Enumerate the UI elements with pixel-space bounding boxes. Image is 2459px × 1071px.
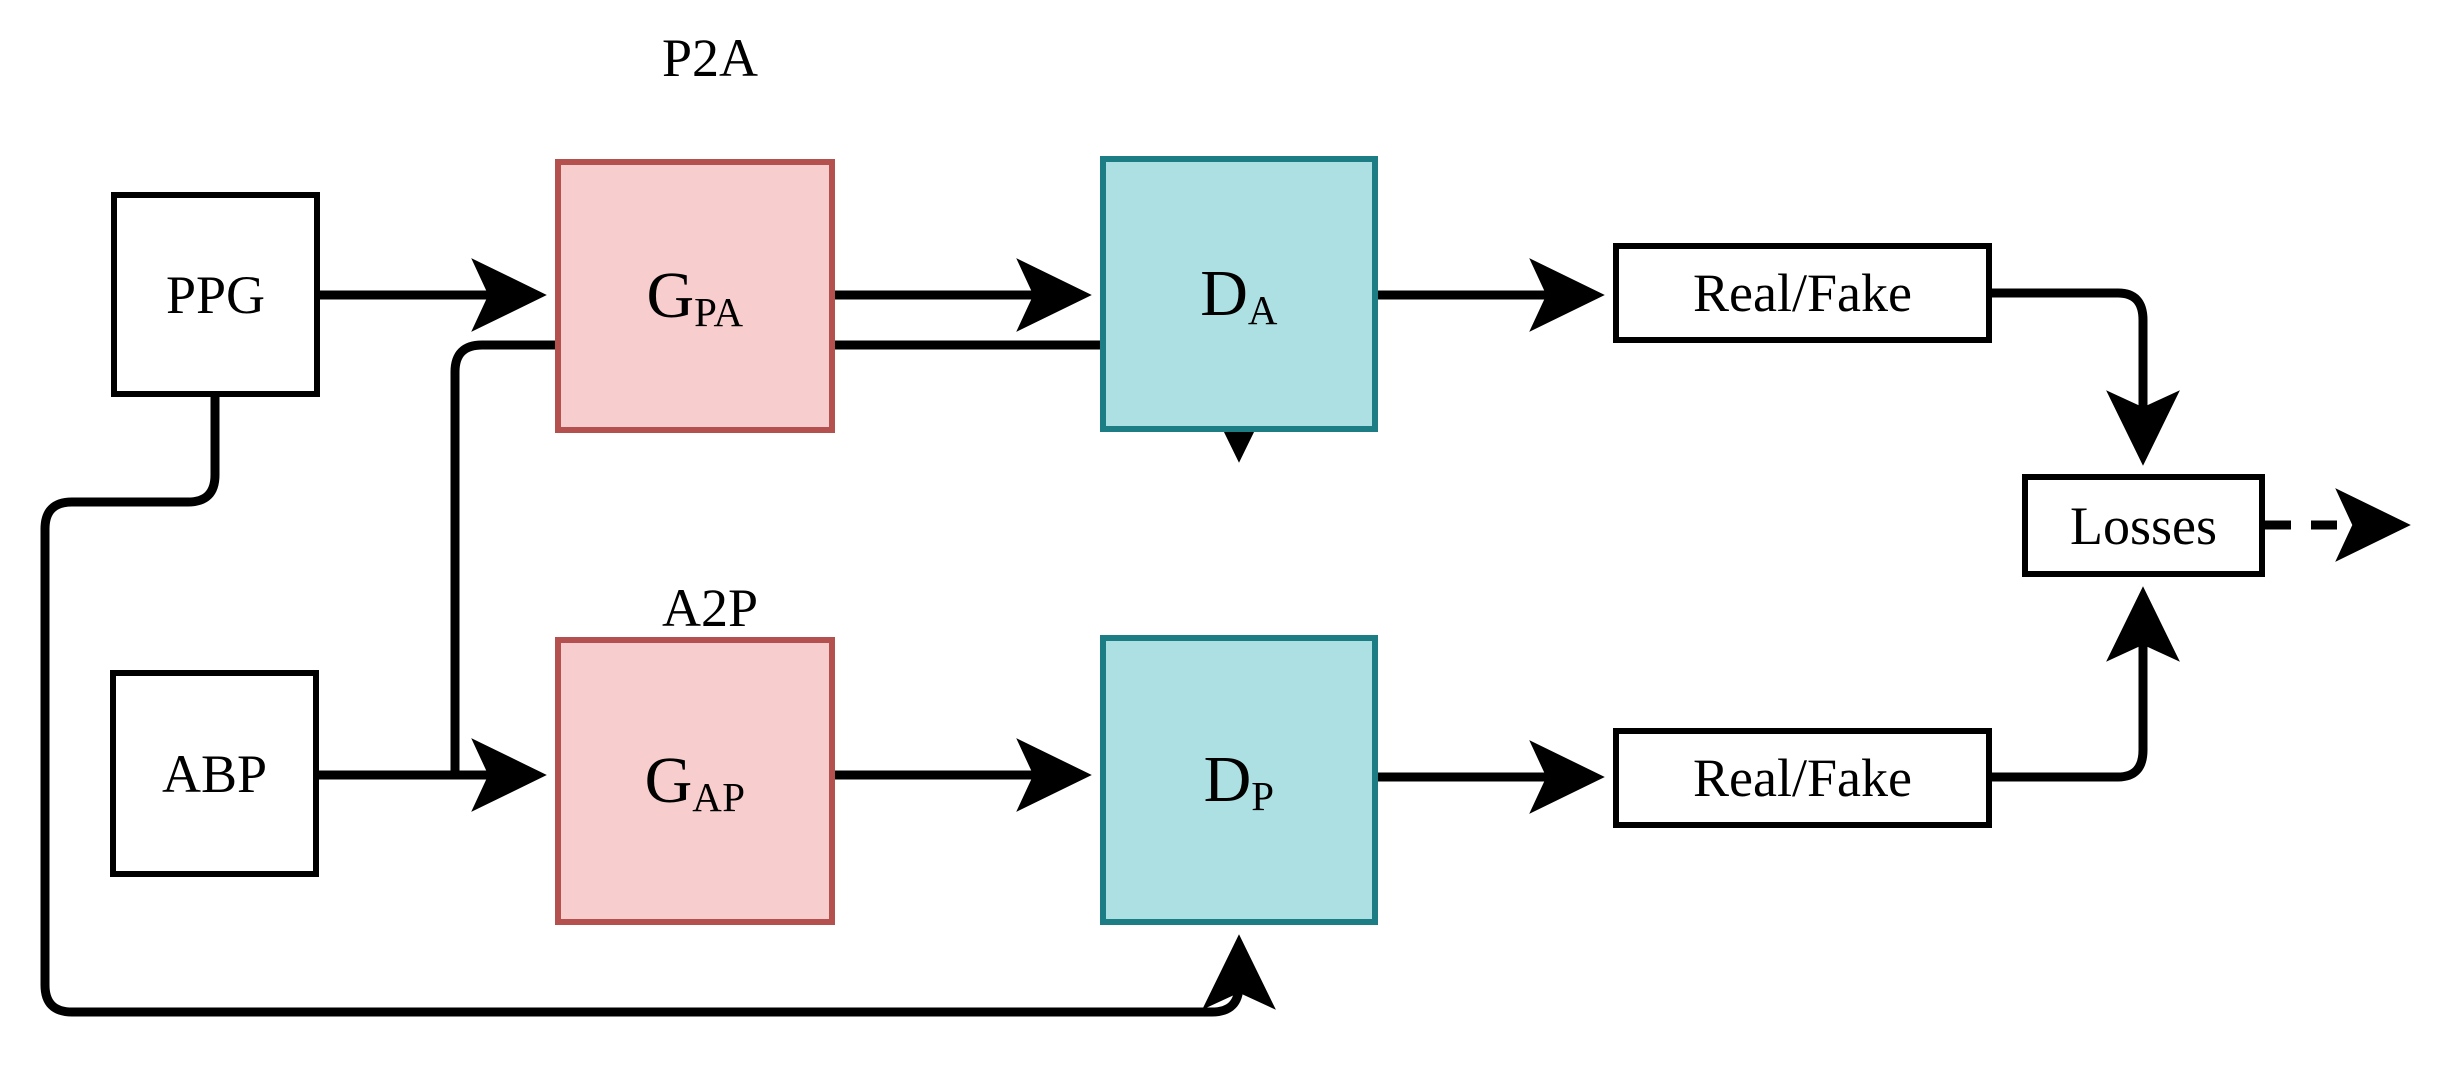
gpa-base: G [646, 259, 695, 332]
gap-base: G [644, 744, 693, 817]
da-base: D [1200, 257, 1248, 330]
group-label-a2p-text: A2P [661, 578, 759, 638]
node-real-fake-top-label: Real/Fake [1693, 263, 1912, 323]
node-ppg-input-label: PPG [165, 264, 266, 325]
node-discriminator-abp-label: DA [1200, 261, 1278, 331]
da-subscript: A [1247, 288, 1278, 333]
group-label-p2a-text: P2A [661, 28, 759, 88]
edge-realfake-bottom-to-losses [1992, 586, 2180, 782]
node-losses-label: Losses [2070, 495, 2217, 556]
dp-base: D [1203, 743, 1252, 816]
gap-subscript: AP [692, 775, 746, 820]
group-label-a2p: A2P [662, 577, 758, 639]
node-discriminator-ppg-label: DP [1204, 747, 1275, 817]
node-discriminator-abp[interactable]: DA [1100, 156, 1378, 432]
group-label-p2a: P2A [662, 27, 758, 89]
node-real-fake-bottom[interactable]: Real/Fake [1613, 728, 1992, 828]
node-generator-ppg-to-abp[interactable]: GPA [555, 159, 835, 433]
node-real-fake-top[interactable]: Real/Fake [1613, 243, 1992, 343]
node-generator-abp-to-ppg-label: GAP [645, 748, 746, 818]
dp-subscript: P [1251, 774, 1275, 819]
node-losses[interactable]: Losses [2022, 474, 2265, 577]
node-generator-ppg-to-abp-label: GPA [646, 263, 743, 333]
node-generator-abp-to-ppg[interactable]: GAP [555, 637, 835, 925]
edge-ppg-real-to-dp [40, 397, 1276, 1017]
node-real-fake-bottom-label: Real/Fake [1693, 748, 1912, 808]
node-abp-input-label: ABP [161, 743, 268, 804]
gpa-subscript: PA [694, 290, 744, 335]
node-discriminator-ppg[interactable]: DP [1100, 635, 1378, 925]
edge-realfake-top-to-losses [1992, 288, 2180, 466]
node-abp-input[interactable]: ABP [110, 670, 319, 877]
node-ppg-input[interactable]: PPG [111, 192, 320, 397]
